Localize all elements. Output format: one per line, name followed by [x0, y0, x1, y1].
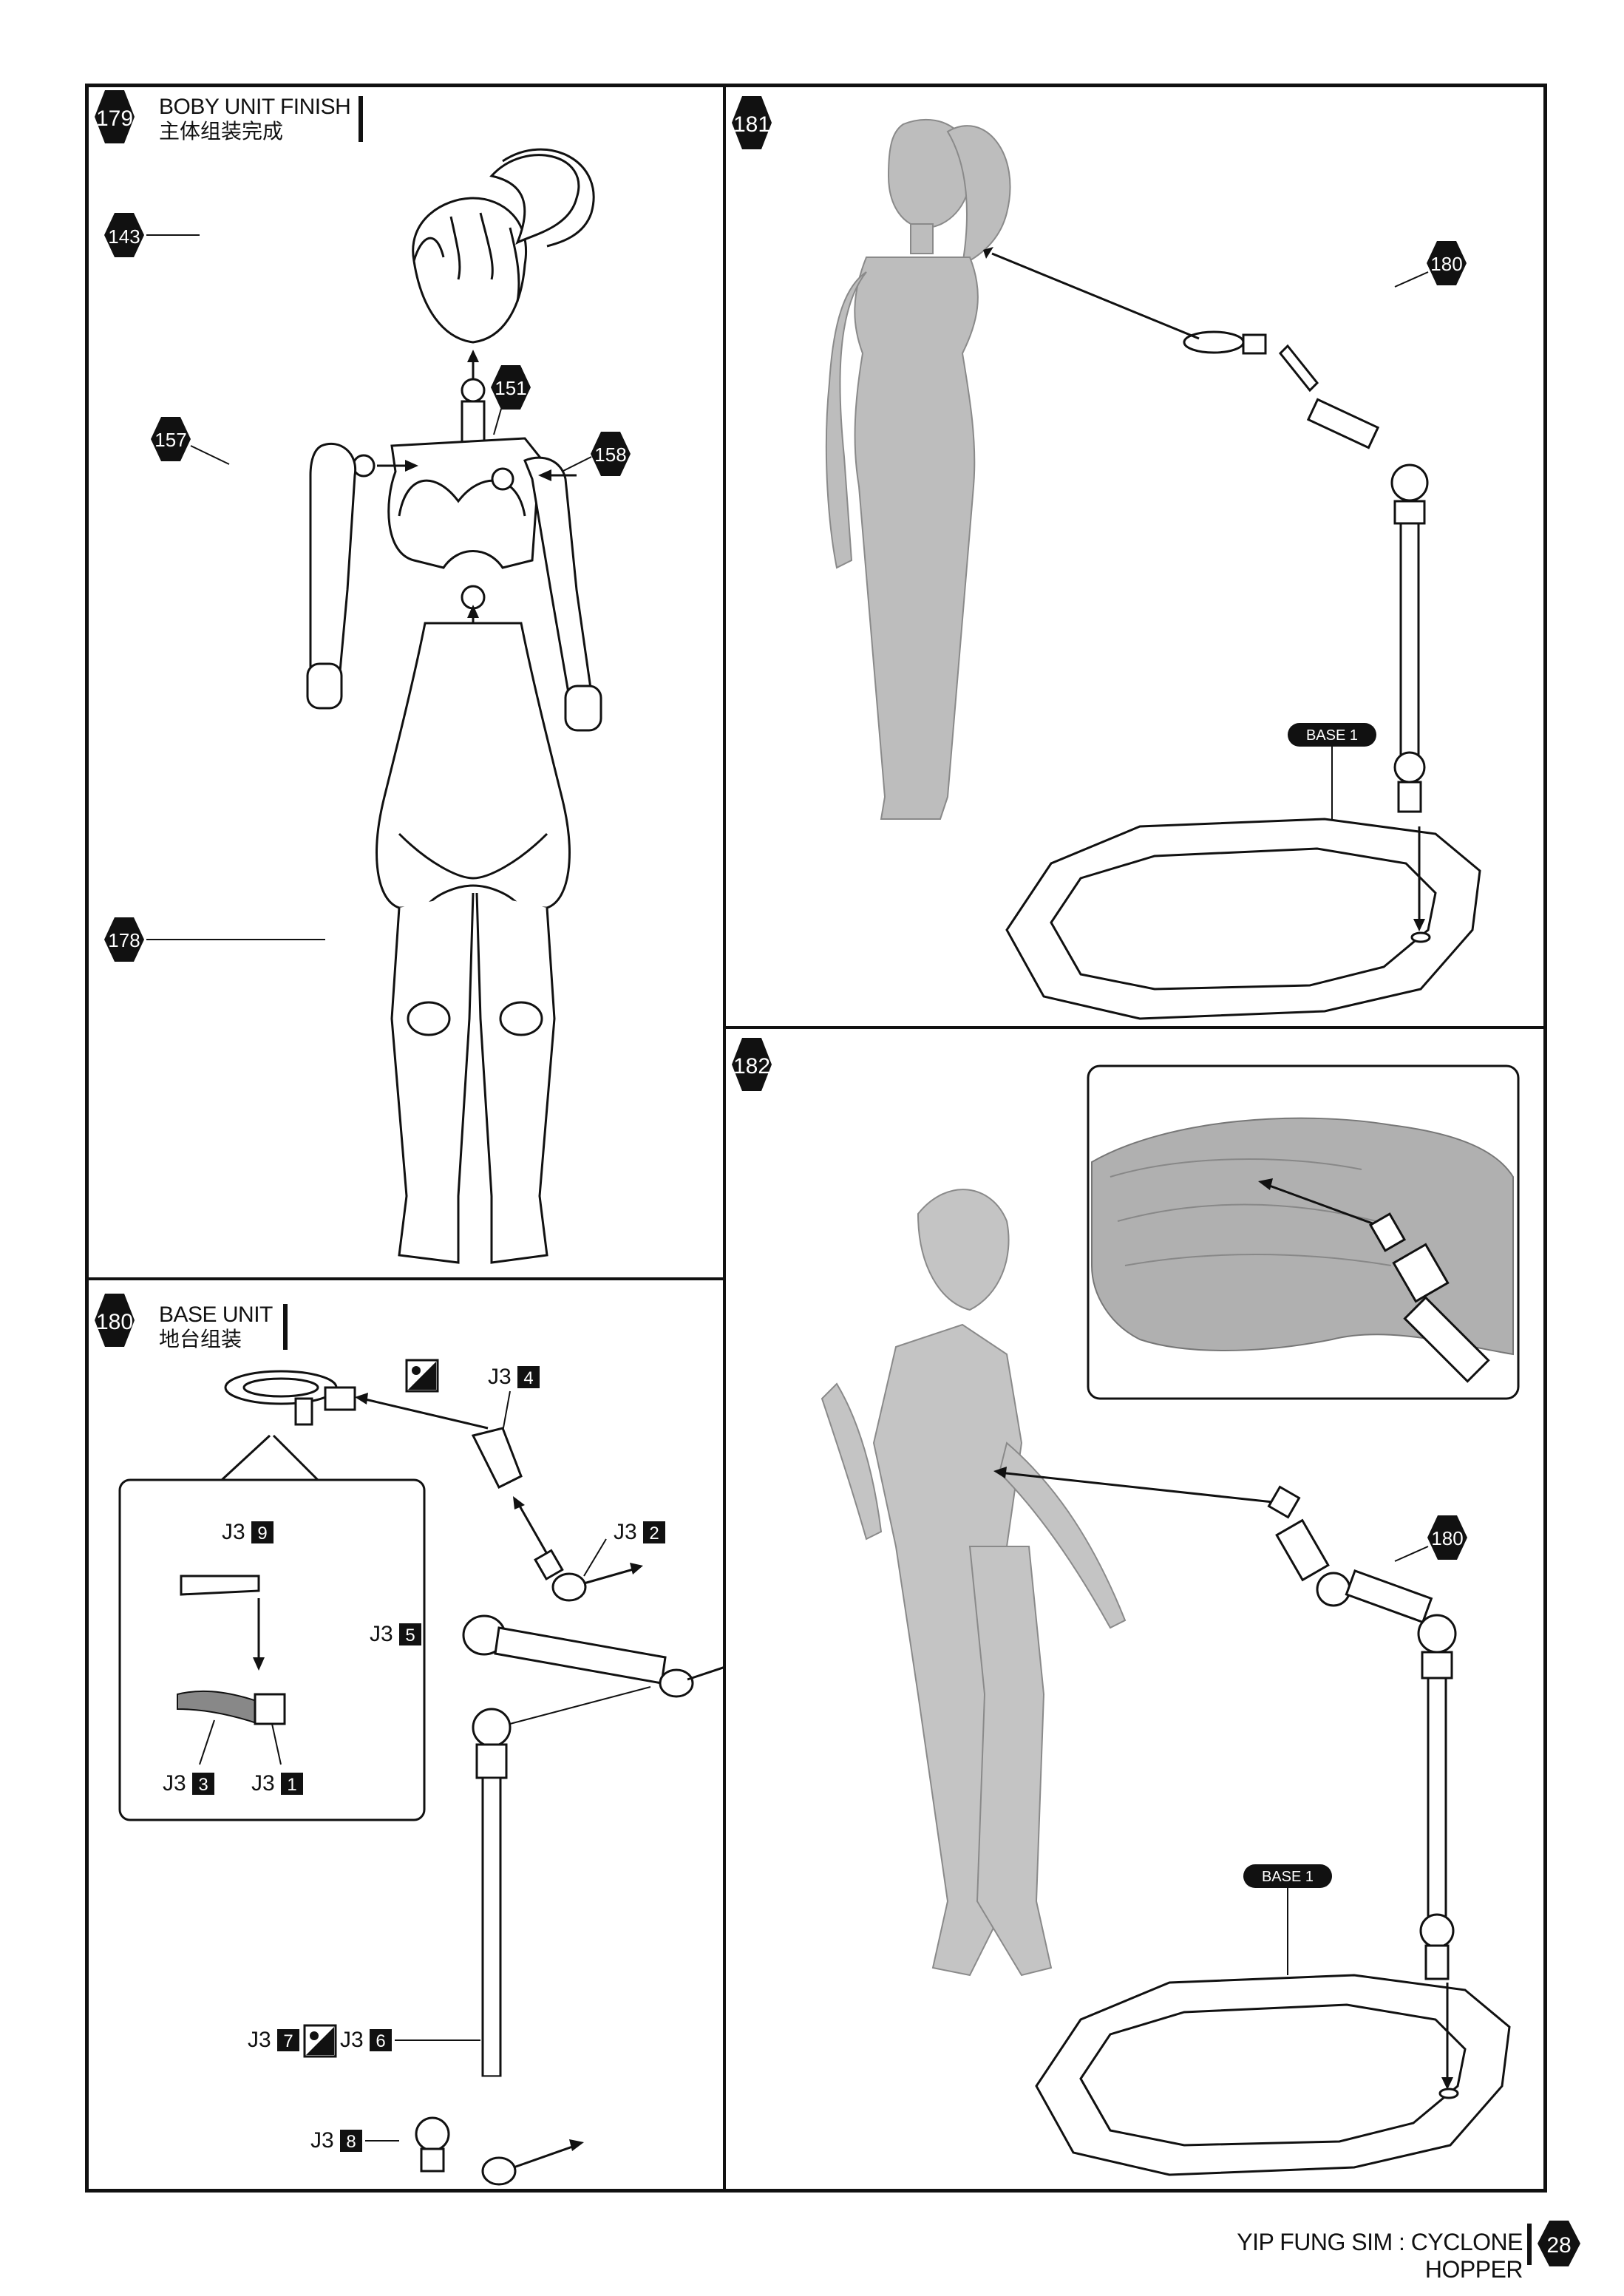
svg-text:182: 182: [733, 1054, 770, 1079]
svg-text:28: 28: [1546, 2233, 1571, 2258]
svg-text:178: 178: [108, 929, 140, 951]
figure-back-view: [825, 118, 1011, 820]
left-arm-part: [306, 442, 376, 710]
svg-text:J3: J3: [614, 1520, 637, 1544]
step-180-title-cn: 地台组装: [159, 1328, 242, 1351]
ref-158: 158: [561, 432, 631, 476]
step-179-title: BOBY UNIT FINISH 主体组装完成: [159, 95, 351, 143]
stand-arm-182: [1267, 1485, 1457, 1980]
svg-text:179: 179: [96, 106, 133, 131]
end-cap-part: [415, 2116, 450, 2173]
detail-inset-hair: [1087, 1064, 1520, 1400]
svg-text:J3: J3: [163, 1771, 186, 1796]
joint-ring-part: [551, 1572, 587, 1602]
runner-label-j3-5: J3 5: [370, 1622, 421, 1646]
runner-label-j3-9: J3 9: [222, 1520, 274, 1544]
step-179-title-bar: [359, 96, 363, 142]
runner-label-j3-3: J3 3: [163, 1719, 215, 1796]
stand-arm-181: [1183, 330, 1429, 813]
base-octagon-182: [1035, 1974, 1511, 2176]
svg-text:BASE 1: BASE 1: [1262, 1869, 1314, 1885]
cut-icon-2: [303, 2024, 337, 2058]
ref-157: 157: [151, 417, 230, 465]
step-179-panel: 179 143 151 157: [95, 90, 631, 1264]
svg-text:J3: J3: [310, 2128, 334, 2153]
arrow-clamp: [361, 1397, 489, 1430]
page-number-badge: 28: [1538, 2221, 1580, 2266]
svg-text:180: 180: [1430, 253, 1462, 275]
ref-180-a: 180: [1394, 241, 1467, 288]
step-badge-179: 179: [95, 90, 135, 143]
step-badge-182: 182: [732, 1038, 772, 1091]
svg-text:7: 7: [283, 2031, 293, 2051]
footer-title: YIP FUNG SIM : CYCLONE HOPPER: [1237, 2229, 1523, 2283]
step-181-panel: 181 180 BASE 1: [732, 96, 1481, 1020]
detail-callout-box: [118, 1478, 426, 1821]
base-tag-182: BASE 1: [1243, 1864, 1332, 1975]
runner-label-j3-7: J3 7: [248, 2028, 299, 2052]
svg-text:157: 157: [154, 429, 186, 451]
svg-text:8: 8: [346, 2132, 356, 2152]
svg-text:4: 4: [523, 1368, 533, 1388]
svg-text:180: 180: [1431, 1527, 1463, 1549]
step-180-title-bar: [283, 1304, 288, 1350]
step-badge-181: 181: [732, 96, 772, 149]
svg-text:9: 9: [257, 1524, 267, 1543]
ref-180-b: 180: [1394, 1515, 1467, 1562]
runner-label-j3-1: J3 1: [251, 1723, 303, 1796]
figure-armored: [821, 1189, 1127, 1977]
svg-text:BASE 1: BASE 1: [1306, 727, 1358, 744]
joint-elbow-part: [471, 1427, 523, 1490]
lower-body-part: [376, 622, 571, 1264]
divider-vertical: [723, 84, 726, 2193]
svg-text:180: 180: [96, 1310, 133, 1334]
step-179-title-cn: 主体组装完成: [159, 120, 284, 143]
pole-part: [472, 1708, 517, 2186]
svg-text:J3: J3: [488, 1365, 512, 1389]
step-179-title-en: BOBY UNIT FINISH: [159, 95, 351, 119]
svg-text:6: 6: [376, 2031, 385, 2051]
svg-text:158: 158: [594, 444, 626, 466]
right-arm-part: [491, 456, 602, 732]
divider-left-horizontal: [85, 1277, 724, 1280]
arm-segment-part: [462, 1614, 694, 1698]
step-badge-180: 180: [95, 1294, 135, 1347]
svg-text:J3: J3: [248, 2028, 271, 2052]
arrow-stand-to-figure: [991, 252, 1200, 340]
ref-151: 151: [491, 365, 531, 435]
svg-text:2: 2: [649, 1524, 659, 1543]
torso-part: [387, 378, 541, 610]
step-182-panel: 182 180: [732, 1038, 1520, 2176]
runner-label-j3-2: J3 2: [583, 1520, 665, 1577]
ref-143: 143: [104, 213, 200, 257]
step-180-title-en: BASE UNIT: [159, 1302, 273, 1327]
base-tag-181: BASE 1: [1288, 723, 1376, 819]
svg-text:181: 181: [733, 112, 770, 137]
page-frame: [85, 84, 1547, 2193]
runner-label-j3-8: J3 8: [310, 2128, 399, 2153]
divider-right-horizontal: [723, 1026, 1547, 1029]
svg-text:J3: J3: [222, 1520, 245, 1544]
svg-text:3: 3: [198, 1775, 208, 1795]
step-180-panel: 180 J3 9 J3 3 J3 1 J3: [95, 1294, 723, 2186]
joint-peg-part: [534, 1549, 564, 1581]
clamp-part: [224, 1370, 356, 1426]
ref-178: 178: [104, 917, 325, 962]
clamp-lever-part: [180, 1575, 260, 1596]
step-180-title: BASE UNIT 地台组装: [159, 1302, 273, 1351]
runner-label-j3-6: J3 6: [340, 2028, 480, 2052]
svg-text:5: 5: [405, 1626, 415, 1645]
svg-text:J3: J3: [251, 1771, 275, 1796]
svg-text:J3: J3: [340, 2028, 364, 2052]
svg-text:143: 143: [108, 225, 140, 248]
svg-text:1: 1: [287, 1775, 296, 1795]
runner-label-j3-4: J3 4: [488, 1365, 540, 1433]
base-octagon-181: [1005, 818, 1481, 1020]
arrow-stand-to-figure-182: [999, 1471, 1274, 1504]
cut-icon: [405, 1359, 439, 1393]
svg-text:151: 151: [495, 377, 526, 399]
footer-bar: [1527, 2224, 1532, 2265]
svg-text:J3: J3: [370, 1622, 393, 1646]
head-part: [412, 148, 595, 344]
